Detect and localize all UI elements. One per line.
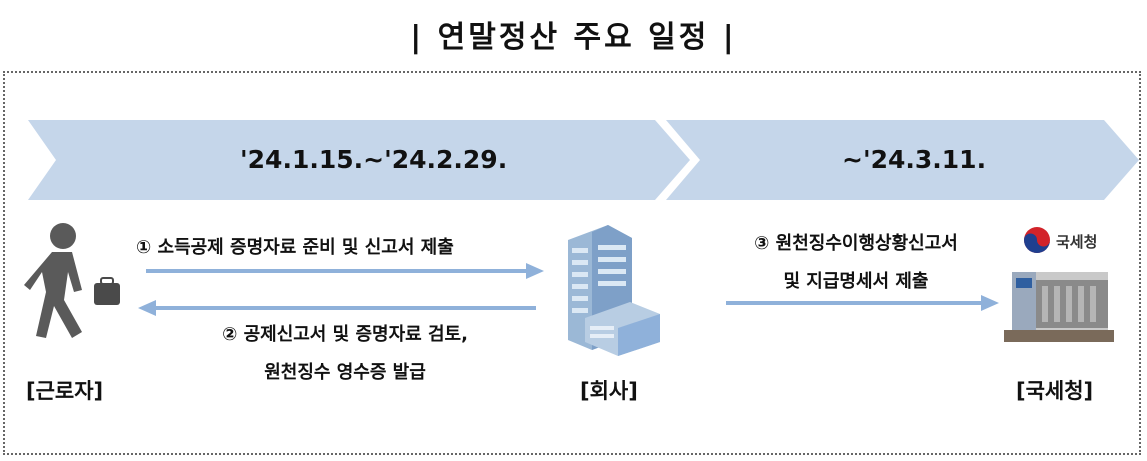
dotted-frame <box>3 71 1141 455</box>
step-2-arrow <box>138 300 536 316</box>
step-3-line-2: 및 지급명세서 제출 <box>783 271 929 292</box>
nts-logo-text: 국세청 <box>1056 233 1097 251</box>
step-2-line-2: 원천징수 영수증 발급 <box>264 362 426 383</box>
walking-worker-icon <box>24 223 120 338</box>
step-3-arrow <box>726 295 999 311</box>
party-worker: [근로자] <box>26 379 104 403</box>
party-company: [회사] <box>580 379 638 403</box>
step-3-line-1: ③ 원천징수이행상황신고서 <box>754 233 958 254</box>
step-1-label: ① 소득공제 증명자료 준비 및 신고서 제출 <box>136 237 454 258</box>
phase-1-chevron <box>28 120 690 200</box>
party-nts: [국세청] <box>1016 379 1094 403</box>
office-building-icon <box>568 225 660 356</box>
diagram-title: | 연말정산 주요 일정 | <box>410 20 737 55</box>
phase-2-chevron <box>666 120 1139 200</box>
phase-2-date: ~'24.3.11. <box>842 145 987 174</box>
step-3-label: ③ 원천징수이행상황신고서 및 지급명세서 제출 <box>716 229 996 293</box>
step-2-line-1: ② 공제신고서 및 증명자료 검토, <box>222 324 468 345</box>
step-2-label: ② 공제신고서 및 증명자료 검토, 원천징수 영수증 발급 <box>160 320 530 384</box>
step-1-arrow <box>146 263 544 279</box>
nts-logo-icon <box>1024 227 1050 253</box>
phase-1-date: '24.1.15.~'24.2.29. <box>240 145 508 174</box>
nts-building-icon <box>1004 272 1114 342</box>
